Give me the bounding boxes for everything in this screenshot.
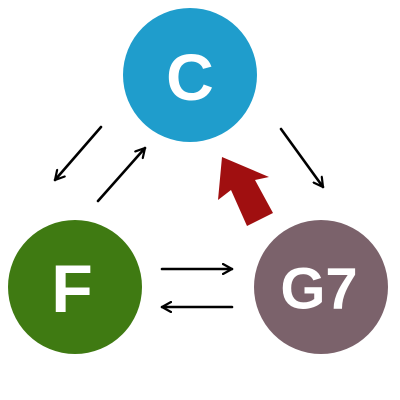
arrow-c-to-g7	[279, 127, 325, 189]
node-f-circle	[8, 220, 142, 354]
node-g7-label: G7	[280, 257, 357, 322]
node-f: F	[8, 220, 142, 354]
arrow-c-to-f	[53, 125, 103, 182]
arrow-g7-to-c-highlighted	[218, 157, 273, 226]
node-c: C	[123, 8, 257, 142]
node-g7-circle	[254, 220, 388, 354]
node-f-label: F	[51, 251, 93, 327]
node-g7: G7	[254, 220, 388, 354]
node-c-label: C	[166, 40, 214, 114]
arrow-f-to-c	[96, 146, 147, 203]
node-c-circle	[123, 8, 257, 142]
